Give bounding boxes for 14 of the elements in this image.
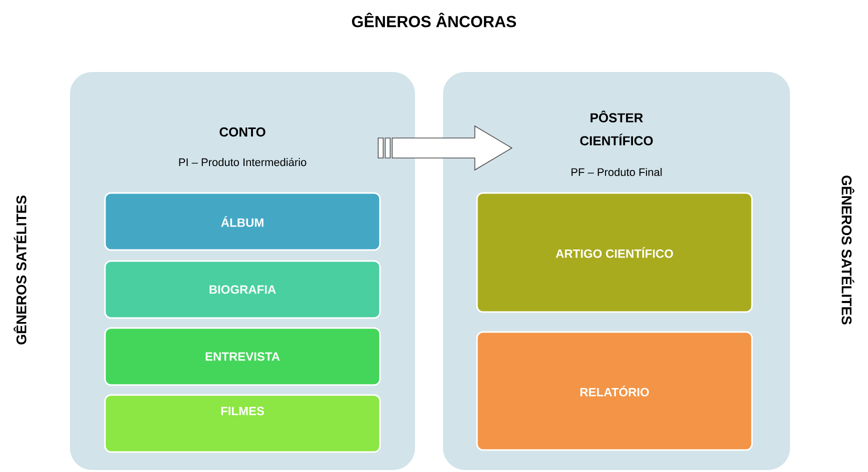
block-arrow: [378, 125, 513, 171]
genre-box: ENTREVISTA: [104, 327, 381, 386]
genre-box: RELATÓRIO: [476, 331, 753, 451]
panel-heading: PÔSTER CIENTÍFICO: [580, 110, 653, 146]
panel-subtitle: PI – Produto Intermediário: [179, 158, 306, 166]
title: GÊNEROS ÂNCORAS: [352, 12, 516, 28]
genre-box: ÁLBUM: [104, 192, 381, 251]
genre-box: FILMES: [104, 394, 381, 453]
panel-heading: CONTO: [220, 127, 266, 137]
genre-box: ARTIGO CIENTÍFICO: [476, 192, 753, 313]
genre-box: BIOGRAFIA: [104, 260, 381, 319]
side-label: GÊNEROS SATÉLITES: [14, 196, 26, 344]
panel-subtitle: PF – Produto Final: [572, 168, 662, 176]
side-label: GÊNEROS SATÉLITES: [842, 176, 854, 324]
